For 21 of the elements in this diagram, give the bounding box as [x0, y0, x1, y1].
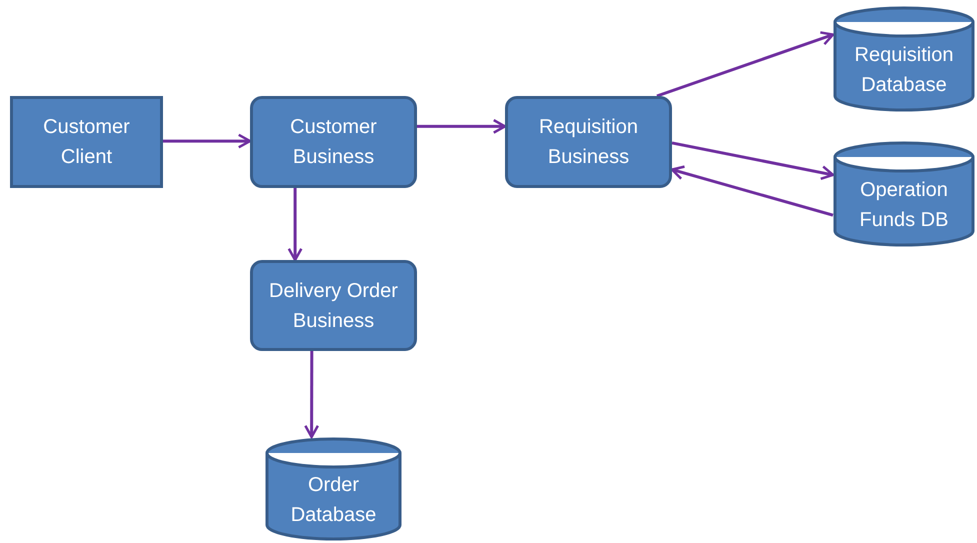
database-cylinder — [833, 6, 975, 112]
database-cylinder — [833, 141, 975, 247]
arrow — [288, 188, 303, 262]
node-label: Customer Business — [289, 115, 378, 170]
arrow — [656, 31, 834, 98]
process-box — [250, 96, 417, 188]
arrow — [672, 141, 834, 180]
arrow — [163, 134, 252, 149]
arrow — [670, 165, 834, 217]
process-box — [250, 260, 417, 351]
node-label: Order Database — [290, 473, 378, 528]
node-label: Requisition Business — [538, 115, 639, 170]
node-label: Operation Funds DB — [858, 178, 950, 233]
node-label: Delivery Order Business — [268, 278, 399, 334]
node-label: Requisition Database — [854, 43, 954, 98]
arrow — [417, 118, 506, 134]
process-box — [505, 96, 672, 188]
process-box — [10, 96, 163, 188]
database-cylinder — [265, 437, 402, 541]
node-label: Customer Client — [42, 115, 131, 170]
arrow — [304, 351, 320, 438]
